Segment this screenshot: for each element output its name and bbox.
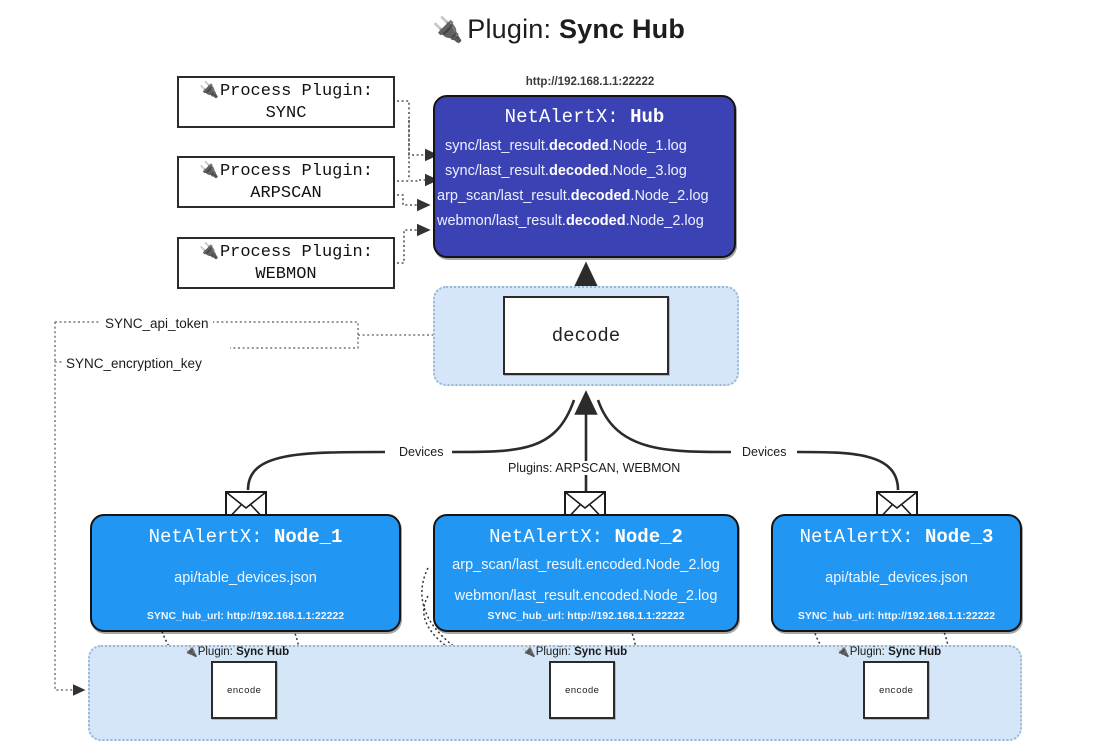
log-mid: decoded bbox=[548, 163, 609, 179]
page-title-name: Sync Hub bbox=[558, 14, 686, 44]
node-box-node-1[interactable]: NetAlertX: Node_1 api/table_devices.json… bbox=[90, 514, 401, 632]
log-mid: decoded bbox=[565, 213, 626, 229]
process-plugin-webmon[interactable]: 🔌Process Plugin: WEBMON bbox=[177, 237, 395, 289]
log-pre: sync/last_result. bbox=[445, 138, 549, 154]
log-post: .Node_3.log bbox=[608, 163, 687, 179]
log-pre: sync/last_result. bbox=[445, 163, 549, 179]
node-title-prefix: NetAlertX: bbox=[148, 526, 263, 548]
log-post: .Node_2.log bbox=[630, 188, 709, 204]
edge-label-plugins: Plugins: ARPSCAN, WEBMON bbox=[503, 461, 686, 475]
node-resource-line: api/table_devices.json bbox=[825, 570, 968, 586]
encode-plugin-label: 🔌Plugin: Sync Hub bbox=[522, 645, 627, 658]
node-hub-url: SYNC_hub_url: http://192.168.1.1:22222 bbox=[146, 610, 345, 622]
encode-plugin-label: 🔌Plugin: Sync Hub bbox=[836, 645, 941, 658]
node-title: NetAlertX: Node_2 bbox=[435, 526, 737, 548]
process-plugin-name: WEBMON bbox=[255, 265, 317, 284]
process-plugin-label: Process Plugin: bbox=[219, 243, 373, 262]
encode-plugin-name: Sync Hub bbox=[574, 646, 628, 658]
log-pre: arp_scan/last_result. bbox=[437, 188, 571, 204]
log-pre: webmon/last_result. bbox=[437, 213, 566, 229]
node-box-node-3[interactable]: NetAlertX: Node_3 api/table_devices.json… bbox=[771, 514, 1022, 632]
hub-log-line: sync/last_result.decoded.Node_1.log bbox=[435, 134, 734, 159]
node-title: NetAlertX: Node_1 bbox=[92, 526, 399, 548]
node-hub-url: SYNC_hub_url: http://192.168.1.1:22222 bbox=[797, 610, 996, 622]
process-plugin-sync[interactable]: 🔌Process Plugin: SYNC bbox=[177, 76, 395, 128]
hub-title-prefix: NetAlertX: bbox=[504, 106, 619, 128]
encode-plugin-label: 🔌Plugin: Sync Hub bbox=[184, 645, 289, 658]
plug-icon: 🔌 bbox=[199, 241, 219, 260]
hub-box[interactable]: NetAlertX: Hub sync/last_result.decoded.… bbox=[433, 95, 736, 258]
node-title-prefix: NetAlertX: bbox=[489, 526, 604, 548]
encode-plugin-prefix: Plugin: bbox=[849, 646, 885, 658]
plug-icon: 🔌 bbox=[522, 646, 536, 658]
encode-plugin-name: Sync Hub bbox=[236, 646, 290, 658]
hub-log-line: sync/last_result.decoded.Node_3.log bbox=[435, 159, 734, 184]
plug-icon: 🔌 bbox=[199, 160, 219, 179]
encode-box-node-3[interactable]: encode bbox=[863, 661, 929, 719]
node-box-node-2[interactable]: NetAlertX: Node_2 arp_scan/last_result.e… bbox=[433, 514, 739, 632]
process-plugin-label: Process Plugin: bbox=[219, 162, 373, 181]
process-plugin-arpscan[interactable]: 🔌Process Plugin: ARPSCAN bbox=[177, 156, 395, 208]
process-plugin-label: Process Plugin: bbox=[219, 82, 373, 101]
process-plugin-name: ARPSCAN bbox=[250, 184, 322, 203]
log-mid: decoded bbox=[548, 138, 609, 154]
node-title-name: Node_3 bbox=[925, 526, 994, 548]
plug-icon: 🔌 bbox=[184, 646, 198, 658]
encode-box-node-2[interactable]: encode bbox=[549, 661, 615, 719]
page-title-prefix: Plugin: bbox=[467, 14, 552, 44]
node-title-name: Node_1 bbox=[274, 526, 343, 548]
hub-title: NetAlertX: Hub bbox=[435, 106, 734, 128]
hub-log-line: arp_scan/last_result.decoded.Node_2.log bbox=[435, 184, 734, 209]
node-resource-line: api/table_devices.json bbox=[174, 570, 317, 586]
page-title: 🔌Plugin: Sync Hub bbox=[0, 14, 1117, 45]
node-resource-line: webmon/last_result.encoded.Node_2.log bbox=[454, 588, 718, 604]
process-plugin-name: SYNC bbox=[265, 104, 307, 123]
edge-label-devices-left: Devices bbox=[394, 445, 449, 459]
decode-box[interactable]: decode bbox=[503, 296, 669, 375]
node-resource-line: arp_scan/last_result.encoded.Node_2.log bbox=[452, 557, 720, 573]
hub-url-label: http://192.168.1.1:22222 bbox=[525, 76, 655, 88]
log-mid: decoded bbox=[570, 188, 631, 204]
hub-title-name: Hub bbox=[630, 106, 665, 128]
encode-plugin-name: Sync Hub bbox=[888, 646, 942, 658]
log-post: .Node_2.log bbox=[625, 213, 704, 229]
encode-box-node-1[interactable]: encode bbox=[211, 661, 277, 719]
plug-icon: 🔌 bbox=[836, 646, 850, 658]
plug-icon: 🔌 bbox=[431, 16, 464, 44]
hub-log-line: webmon/last_result.decoded.Node_2.log bbox=[435, 209, 734, 234]
node-title-name: Node_2 bbox=[614, 526, 683, 548]
encode-plugin-prefix: Plugin: bbox=[535, 646, 571, 658]
node-title-prefix: NetAlertX: bbox=[799, 526, 914, 548]
plug-icon: 🔌 bbox=[199, 80, 219, 99]
sync-encryption-key-label: SYNC_encryption_key bbox=[62, 356, 206, 371]
edge-label-devices-right: Devices bbox=[737, 445, 792, 459]
node-title: NetAlertX: Node_3 bbox=[773, 526, 1020, 548]
encode-plugin-prefix: Plugin: bbox=[197, 646, 233, 658]
node-hub-url: SYNC_hub_url: http://192.168.1.1:22222 bbox=[487, 610, 685, 622]
log-post: .Node_1.log bbox=[608, 138, 687, 154]
sync-api-token-label: SYNC_api_token bbox=[101, 316, 213, 331]
